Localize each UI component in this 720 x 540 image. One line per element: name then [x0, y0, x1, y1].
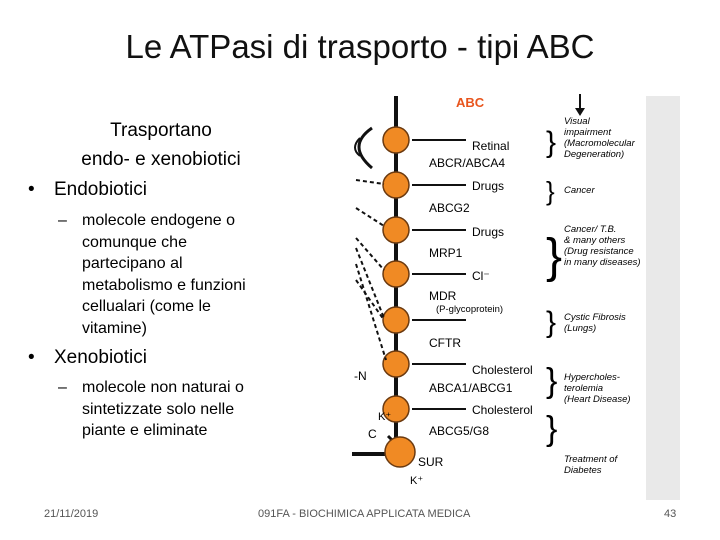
bullet-endobiotici: • Endobiotici — [28, 178, 268, 202]
ion-label: K⁺ — [410, 475, 423, 487]
disease-note-6: Treatment of Diabetes — [564, 454, 619, 476]
brace-icon: } — [546, 126, 556, 159]
transporter-node — [382, 306, 410, 334]
sub-line: metabolismo e funzioni — [82, 276, 246, 294]
dashed-arrow — [355, 179, 385, 185]
disease-text: (Macromolecular — [564, 138, 636, 149]
dashed-arrow — [355, 263, 387, 361]
sub-bullet-dash: – — [58, 212, 67, 229]
disease-note-5: Hypercholes- terolemia (Heart Disease) — [564, 372, 631, 405]
bullet-label: Xenobiotici — [54, 347, 147, 368]
transporter-node-sur — [384, 436, 416, 468]
substrate-label: Drugs — [472, 225, 504, 239]
figure-background — [352, 88, 680, 500]
disease-text: (Lungs) — [564, 323, 596, 334]
brace-icon: } — [546, 230, 562, 283]
sub-line: piante e eliminate — [82, 422, 208, 439]
dashed-arrow — [355, 237, 385, 271]
transporter-label: CFTR — [429, 336, 461, 350]
transporter-node — [382, 216, 410, 244]
disease-text: (Heart Disease) — [564, 394, 631, 405]
arc-shape — [357, 126, 373, 170]
figure-edge-shade — [646, 96, 680, 500]
substrate-label: Retinal — [472, 139, 509, 153]
transporter-label: ABCR/ABCA4 — [429, 156, 505, 170]
transporter-label: MRP1 — [429, 246, 463, 260]
transporter-label: ABCG2 — [429, 201, 470, 215]
transporter-node — [382, 350, 410, 378]
footer-course: 091FA - BIOCHIMICA APPLICATA MEDICA — [258, 508, 471, 520]
sub-bullet-text: molecole endogene o comunque che parteci… — [82, 210, 282, 339]
sub-line: molecole endogene o — [82, 212, 236, 229]
sub-line: molecole non naturai o — [82, 379, 244, 396]
edge-label: C — [368, 427, 377, 441]
transporter-node — [382, 260, 410, 288]
disease-note-3: Cancer/ T.B. & many others (Drug resista… — [564, 224, 641, 268]
disease-text: Treatment of — [564, 454, 619, 465]
disease-note-4: Cystic Fibrosis (Lungs) — [564, 312, 626, 334]
substrate-label: Drugs — [472, 179, 504, 193]
dashed-arrow — [355, 279, 385, 321]
disease-text: impairment — [564, 127, 611, 138]
disease-text: in many diseases) — [564, 257, 641, 268]
disease-note-1: Visual impairment (Macromolecular Degene… — [564, 116, 636, 160]
substrate-label: Cholesterol — [472, 363, 533, 377]
disease-text: terolemia — [564, 383, 603, 394]
sub-line: vitamine) — [82, 319, 147, 337]
intro-line-2: endo- e xenobiotici — [81, 149, 241, 170]
disease-text: Diabetes — [564, 465, 602, 476]
sub-bullet-dash: – — [58, 379, 67, 396]
brace-icon: } — [546, 306, 556, 339]
dashed-arrow — [355, 247, 385, 319]
transporter-label: ABCA1/ABCG1 — [429, 381, 513, 395]
disease-text: Cystic Fibrosis — [564, 312, 626, 323]
sub-line: comunque che — [82, 233, 187, 251]
edge-label: -N — [354, 369, 367, 383]
disease-text: Cancer/ T.B. — [564, 224, 616, 235]
disease-text: Degeneration) — [564, 149, 624, 160]
transporter-label: ABCG5/G8 — [429, 424, 489, 438]
transporter-label: SUR — [418, 455, 444, 469]
transporter-label-sub: (P-glycoprotein) — [436, 304, 503, 315]
bullet-label: Endobiotici — [54, 179, 147, 200]
bullet-dot: • — [28, 347, 35, 368]
transporter-node — [382, 171, 410, 199]
bullet-dot: • — [28, 179, 35, 200]
transporter-node — [382, 395, 410, 423]
intro-text: Trasportano endo- e xenobiotici — [52, 116, 270, 174]
sub-line: partecipano al — [82, 255, 183, 272]
arc-shape — [354, 137, 361, 157]
dashed-arrow — [355, 207, 385, 227]
disease-text: Visual — [564, 116, 591, 127]
brace-icon: } — [546, 362, 557, 400]
disease-text: (Drug resistance — [564, 246, 634, 257]
abc-transporter-figure: ABC — [352, 88, 680, 500]
transporter-node — [382, 126, 410, 154]
slide-title: Le ATPasi di trasporto - tipi ABC — [125, 28, 595, 65]
sub-bullet-endobiotici: – molecole endogene o comunque che parte… — [58, 210, 278, 340]
sub-line: cellualari (come le — [82, 298, 211, 315]
arrow-head-icon — [575, 108, 585, 116]
substrate-label: Cl⁻ — [472, 269, 490, 283]
footer-date: 21/11/2019 — [44, 508, 99, 520]
disease-text: Hypercholes- — [564, 372, 620, 383]
brace-icon: } — [546, 176, 555, 206]
ion-label: K⁺ — [378, 411, 391, 423]
figure-header: ABC — [456, 95, 485, 110]
sub-bullet-xenobiotici: – molecole non naturai o sintetizzate so… — [58, 377, 278, 447]
intro-line-1: Trasportano — [110, 120, 212, 141]
disease-note-2: Cancer — [564, 185, 595, 196]
transporter-label: MDR — [429, 289, 457, 303]
disease-text: Cancer — [564, 185, 595, 196]
abc-figure-svg: ABC — [352, 88, 680, 500]
sub-line: sintetizzate solo nelle — [82, 400, 235, 418]
substrate-label: Cholesterol — [472, 403, 533, 417]
sub-bullet-text: molecole non naturai o sintetizzate solo… — [82, 377, 282, 442]
bullet-xenobiotici: • Xenobiotici — [28, 346, 268, 370]
footer-page-number: 43 — [664, 508, 677, 520]
brace-icon: } — [546, 410, 557, 448]
disease-text: & many others — [564, 235, 625, 246]
